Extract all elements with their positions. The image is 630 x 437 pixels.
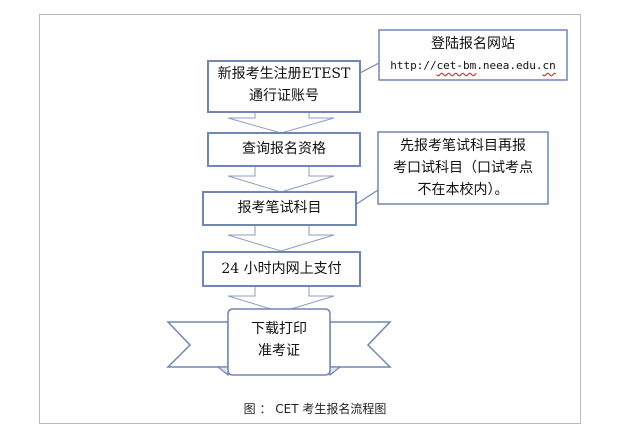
ribbon-center — [227, 308, 331, 376]
written-step-label: 报考笔试科目 — [237, 200, 322, 216]
order-note-line1: 先报考笔试科目再报 — [400, 138, 526, 154]
login-note-url: http://cet-bm.neea.edu.cn — [379, 59, 567, 72]
url-tld-part: cn — [542, 59, 556, 72]
url-host-part: cet-bm — [436, 59, 477, 72]
print-step-line1: 下载打印 — [251, 321, 307, 337]
register-step-label: 新报考生注册ETEST 通行证账号 — [208, 63, 360, 107]
figure-frame — [39, 14, 581, 424]
order-note-line3: 不在本校内）。 — [417, 182, 509, 198]
down-arrow-2 — [227, 165, 335, 193]
print-step-line2: 准考证 — [258, 343, 300, 359]
register-step-box — [207, 60, 361, 113]
figure-caption: 图 ： CET 考生报名流程图 — [243, 402, 387, 416]
order-note-line2: 考口试科目（口试考点 — [393, 160, 533, 176]
register-step-line1: 新报考生注册ETEST — [217, 66, 351, 82]
ribbon-right-tail — [329, 321, 392, 368]
written-step-box — [202, 191, 357, 226]
connector-login-to-register — [359, 62, 380, 74]
connector-order-to-written — [354, 189, 379, 206]
ribbon-left-fold — [216, 366, 229, 377]
ribbon-right-fold — [329, 366, 342, 377]
query-step-label: 查询报名资格 — [242, 141, 326, 157]
down-arrow-1 — [227, 111, 335, 134]
url-scheme: http:// — [390, 59, 437, 72]
down-arrow-4 — [227, 285, 335, 313]
url-domain-part: .neea.edu. — [476, 59, 543, 72]
pay-step-label: 24 小时内网上支付 — [221, 261, 342, 277]
register-step-line2: 通行证账号 — [249, 88, 319, 104]
login-note-box — [378, 29, 568, 81]
query-step-box — [207, 132, 361, 167]
down-arrow-3 — [227, 224, 335, 252]
pay-step-box — [202, 251, 361, 287]
login-note-title: 登陆报名网站 — [431, 36, 515, 52]
order-note-text: 先报考笔试科目再报 考口试科目（口试考点 不在本校内）。 — [378, 135, 548, 201]
order-note-box — [377, 131, 549, 205]
print-step-label: 下载打印 准考证 — [228, 318, 330, 362]
ribbon-left-tail — [166, 321, 229, 368]
